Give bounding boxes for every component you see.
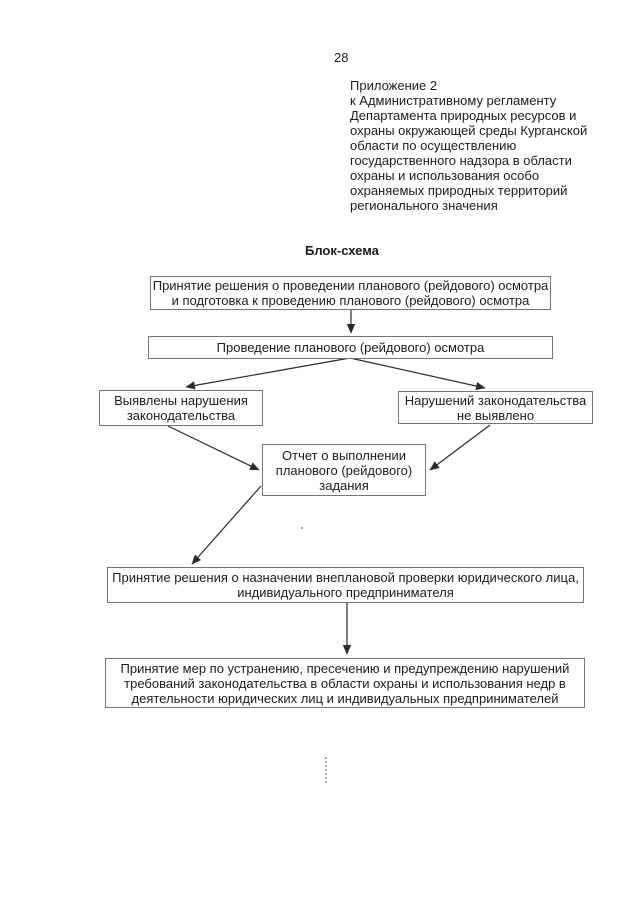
flowchart-node-inspection: Проведение планового (рейдового) осмотра	[148, 336, 553, 359]
appendix-line: к Административному регламенту	[350, 93, 557, 108]
node-text-line: Принятие мер по устранению, пресечению и…	[120, 660, 570, 676]
edge-violations-found-to-report	[167, 425, 260, 471]
node-text-line: индивидуального предпринимателя	[237, 585, 454, 600]
node-text-line: и подготовка к проведению планового (рей…	[171, 293, 530, 308]
edge-no-violations-to-report	[429, 424, 491, 471]
node-text-line: Нарушений законодательства	[404, 392, 587, 408]
appendix-line: Департамента природных ресурсов и	[350, 108, 577, 123]
flowchart-node-no-violations: Нарушений законодательства не выявлено	[398, 391, 593, 424]
appendix-line: Приложение 2	[350, 78, 438, 93]
appendix-header: Приложение 2 к Административному регламе…	[350, 78, 592, 213]
page-number: 28	[334, 50, 349, 65]
node-text-line: Проведение планового (рейдового) осмотра	[216, 340, 485, 355]
edge-inspection-to-no-violations	[349, 357, 486, 391]
node-text-line: задания	[319, 477, 369, 493]
node-text-line: не выявлено	[456, 407, 535, 423]
appendix-line: охраняемых природных территорий	[350, 183, 568, 198]
flowchart-node-violations-found: Выявлены нарушения законодательства	[99, 390, 263, 426]
appendix-line: охраны и использования особо	[350, 168, 540, 183]
edge-inspection-to-violations-found	[185, 357, 351, 390]
node-text-line: планового (рейдового)	[275, 462, 413, 478]
flowchart-title: Блок-схема	[305, 243, 379, 258]
node-text-line: Выявлены нарушения	[114, 393, 248, 408]
flowchart-node-unscheduled-check: Принятие решения о назначении внепланово…	[107, 567, 584, 603]
scan-artifact	[301, 527, 303, 529]
node-text-line: требований законодательства в области ох…	[124, 675, 566, 691]
appendix-line: регионального значения	[350, 198, 498, 213]
appendix-line: охраны окружающей среды Курганской	[350, 123, 588, 138]
appendix-line: области по осуществлению	[350, 138, 517, 153]
flowchart-node-report: Отчет о выполнении планового (рейдового)…	[262, 444, 426, 496]
node-text-line: законодательства	[126, 408, 236, 423]
edge-report-to-unscheduled-check	[191, 485, 262, 565]
appendix-line: государственного надзора в области	[350, 153, 572, 168]
flowchart-node-measures: Принятие мер по устранению, пресечению и…	[105, 658, 585, 708]
node-text-line: деятельности юридических лиц и индивидуа…	[131, 690, 559, 706]
flowchart-node-decision-prep: Принятие решения о проведении планового …	[150, 276, 551, 310]
node-text-line: Принятие решения о назначении внепланово…	[112, 570, 579, 585]
node-text-line: Принятие решения о проведении планового …	[152, 278, 549, 293]
node-text-line: Отчет о выполнении	[282, 447, 406, 463]
scan-artifact	[325, 757, 327, 784]
